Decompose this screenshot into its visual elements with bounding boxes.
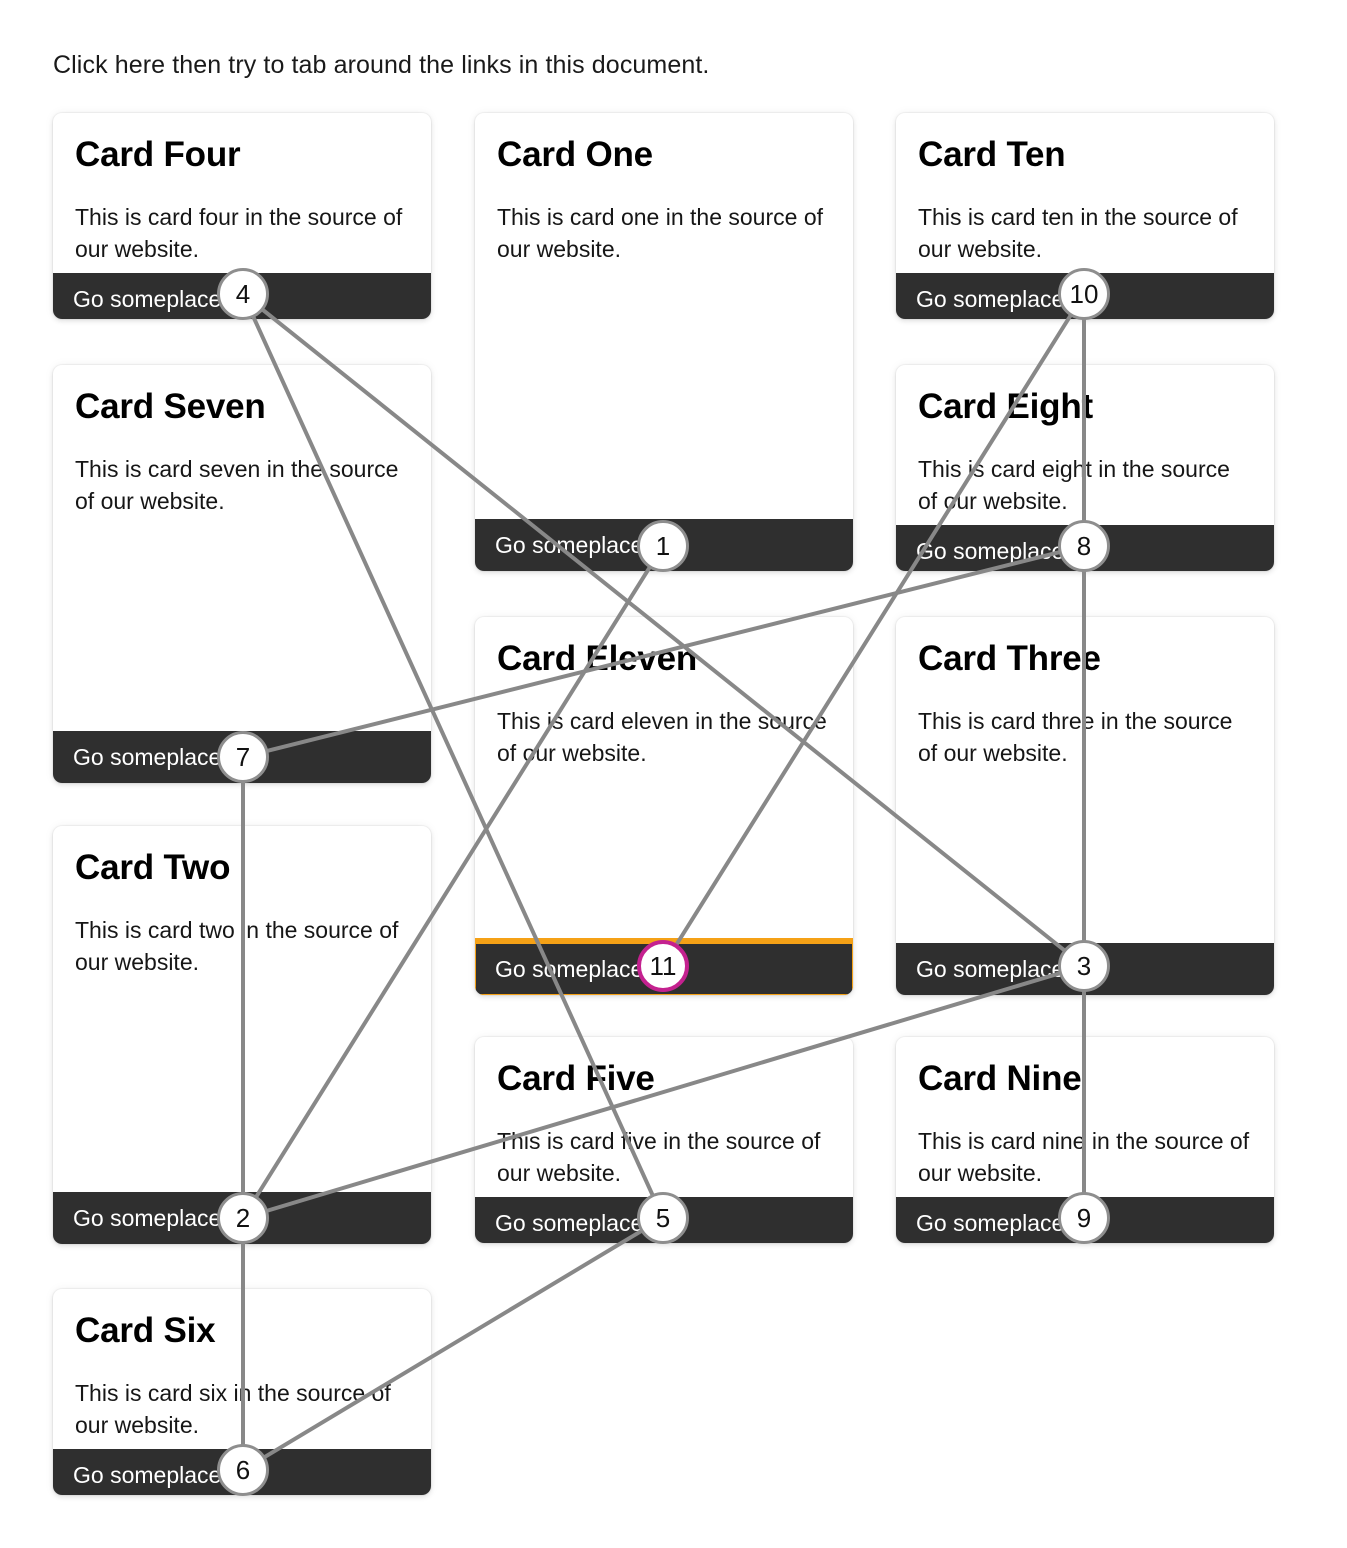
- card-footer: Go someplace: [53, 273, 431, 319]
- card-six[interactable]: Card Six This is card six in the source …: [53, 1289, 431, 1495]
- card-text: This is card ten in the source of our we…: [918, 204, 1238, 262]
- card-footer: Go someplace: [896, 1197, 1274, 1243]
- card-title: Card Six: [75, 1311, 216, 1350]
- card-body: Card Five This is card five in the sourc…: [475, 1037, 853, 1197]
- card-body: Card Six This is card six in the source …: [53, 1289, 431, 1449]
- card-link[interactable]: Go someplace: [495, 1210, 644, 1236]
- card-footer: Go someplace: [53, 1449, 431, 1495]
- card-title: Card Eight: [918, 387, 1093, 426]
- card-footer: Go someplace: [475, 519, 853, 571]
- card-link[interactable]: Go someplace: [916, 286, 1065, 312]
- card-footer: Go someplace: [896, 943, 1274, 995]
- card-footer: Go someplace: [896, 525, 1274, 571]
- card-footer: Go someplace: [475, 938, 853, 995]
- card-nine[interactable]: Card Nine This is card nine in the sourc…: [896, 1037, 1274, 1243]
- card-text: This is card six in the source of our we…: [75, 1380, 391, 1438]
- card-text: This is card eight in the source of our …: [918, 456, 1230, 514]
- card-link[interactable]: Go someplace: [916, 956, 1065, 982]
- page-intro-text: Click here then try to tab around the li…: [53, 51, 710, 79]
- card-body: Card Three This is card three in the sou…: [896, 617, 1274, 943]
- card-link[interactable]: Go someplace: [916, 1210, 1065, 1236]
- card-seven[interactable]: Card Seven This is card seven in the sou…: [53, 365, 431, 783]
- card-title: Card One: [497, 135, 653, 174]
- card-text: This is card eleven in the source of our…: [497, 708, 827, 766]
- card-link[interactable]: Go someplace: [73, 1205, 222, 1231]
- card-link[interactable]: Go someplace: [916, 538, 1065, 564]
- card-text: This is card seven in the source of our …: [75, 456, 399, 514]
- card-footer: Go someplace: [475, 1197, 853, 1243]
- card-eleven[interactable]: Card Eleven This is card eleven in the s…: [475, 617, 853, 995]
- card-title: Card Nine: [918, 1059, 1082, 1098]
- card-body: Card Four This is card four in the sourc…: [53, 113, 431, 273]
- card-link[interactable]: Go someplace: [73, 286, 222, 312]
- card-text: This is card one in the source of our we…: [497, 204, 823, 262]
- card-link[interactable]: Go someplace: [73, 1462, 222, 1488]
- card-title: Card Three: [918, 639, 1101, 678]
- card-eight[interactable]: Card Eight This is card eight in the sou…: [896, 365, 1274, 571]
- card-ten[interactable]: Card Ten This is card ten in the source …: [896, 113, 1274, 319]
- card-title: Card Seven: [75, 387, 266, 426]
- card-body: Card Eight This is card eight in the sou…: [896, 365, 1274, 525]
- card-body: Card One This is card one in the source …: [475, 113, 853, 519]
- card-link[interactable]: Go someplace: [495, 532, 644, 558]
- card-link[interactable]: Go someplace: [495, 956, 644, 982]
- card-title: Card Five: [497, 1059, 655, 1098]
- card-body: Card Ten This is card ten in the source …: [896, 113, 1274, 273]
- card-three[interactable]: Card Three This is card three in the sou…: [896, 617, 1274, 995]
- card-footer: Go someplace: [53, 1192, 431, 1244]
- card-footer: Go someplace: [53, 731, 431, 783]
- card-title: Card Two: [75, 848, 231, 887]
- card-title: Card Ten: [918, 135, 1066, 174]
- card-five[interactable]: Card Five This is card five in the sourc…: [475, 1037, 853, 1243]
- card-body: Card Two This is card two in the source …: [53, 826, 431, 1192]
- card-body: Card Seven This is card seven in the sou…: [53, 365, 431, 731]
- card-one[interactable]: Card One This is card one in the source …: [475, 113, 853, 571]
- card-footer: Go someplace: [896, 273, 1274, 319]
- card-text: This is card nine in the source of our w…: [918, 1128, 1250, 1186]
- card-text: This is card four in the source of our w…: [75, 204, 403, 262]
- card-title: Card Four: [75, 135, 241, 174]
- card-body: Card Eleven This is card eleven in the s…: [475, 617, 853, 943]
- card-two[interactable]: Card Two This is card two in the source …: [53, 826, 431, 1244]
- card-body: Card Nine This is card nine in the sourc…: [896, 1037, 1274, 1197]
- card-text: This is card two in the source of our we…: [75, 917, 399, 975]
- card-text: This is card three in the source of our …: [918, 708, 1233, 766]
- card-four[interactable]: Card Four This is card four in the sourc…: [53, 113, 431, 319]
- card-link[interactable]: Go someplace: [73, 744, 222, 770]
- card-title: Card Eleven: [497, 639, 698, 678]
- card-text: This is card five in the source of our w…: [497, 1128, 821, 1186]
